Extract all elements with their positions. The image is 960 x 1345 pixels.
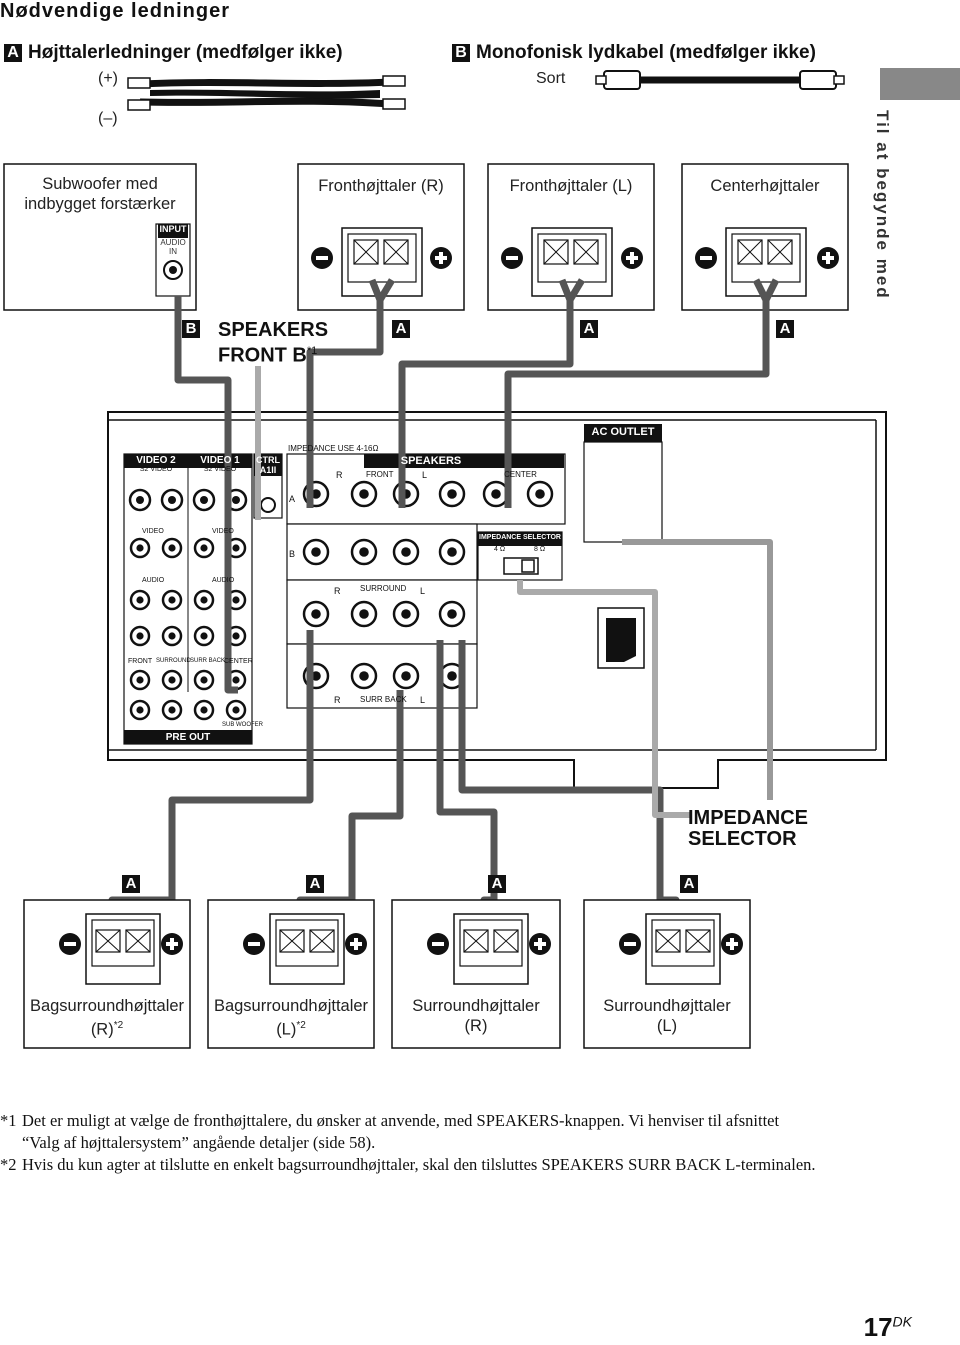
footnote-1: *1 Det er muligt at vælge de fronthøjtta… bbox=[0, 1111, 780, 1152]
l-label: L bbox=[420, 586, 426, 596]
legend-audio-cable: B Monofonisk lydkabel (medfølger ikke) bbox=[452, 42, 816, 64]
subwoofer-label: Subwoofer med indbygget forstærker bbox=[24, 175, 176, 213]
cable-key-a: A bbox=[4, 44, 22, 62]
surround-terminal-label: SURROUND bbox=[360, 584, 407, 593]
legend-speaker-cable: A Højttalerledninger (medfølger ikke) bbox=[4, 42, 343, 64]
side-tab-label: Til at begynde med bbox=[873, 110, 892, 300]
subwoofer-input-label: INPUT bbox=[159, 224, 187, 234]
audio-label: AUDIO bbox=[142, 577, 165, 584]
pre-surround-label: SURROUND bbox=[156, 658, 191, 664]
cable-key-a: A bbox=[306, 875, 324, 893]
cable-key-a: A bbox=[680, 875, 698, 893]
footnotes: *1 Det er muligt at vælge de fronthøjtta… bbox=[0, 1110, 820, 1176]
audio-label: AUDIO bbox=[212, 577, 235, 584]
back-surround-l-label: Bagsurroundhøjttaler (L)*2 bbox=[213, 997, 369, 1039]
legend-a-plus: (+) bbox=[98, 70, 118, 87]
speakers-front-b-label: SPEAKERS FRONT B*1 bbox=[218, 319, 329, 367]
r-label: R bbox=[336, 470, 343, 480]
s2-video-label: S2 VIDEO bbox=[203, 466, 237, 473]
b-row-label: B bbox=[289, 549, 296, 559]
front-terminal-label: FRONT bbox=[366, 470, 394, 479]
video-label: VIDEO bbox=[212, 528, 234, 535]
back-surround-r-label: Bagsurroundhøjttaler (R)*2 bbox=[29, 997, 185, 1039]
cable-key-a: A bbox=[583, 320, 595, 337]
bottom-speaker-1 bbox=[207, 899, 375, 1049]
page-number: 17DK bbox=[863, 1312, 912, 1342]
pre-out-label: PRE OUT bbox=[165, 732, 211, 743]
video1-label: VIDEO 1 bbox=[200, 455, 240, 466]
cable-key-b: B bbox=[452, 44, 470, 62]
cable-key-a: A bbox=[395, 320, 407, 337]
speakers-label: SPEAKERS bbox=[400, 455, 462, 467]
connection-diagram bbox=[3, 70, 887, 1049]
surround-l-label: Surroundhøjttaler (L) bbox=[603, 997, 731, 1035]
cable-key-a: A bbox=[488, 875, 506, 893]
front-r-label: Fronthøjttaler (R) bbox=[318, 177, 444, 195]
surr-back-terminal-label: SURR BACK bbox=[360, 695, 407, 704]
l-label: L bbox=[422, 470, 428, 480]
bottom-speaker-3 bbox=[583, 899, 751, 1049]
center-terminal-label: CENTER bbox=[504, 470, 537, 479]
ohm8-label: 8 Ω bbox=[534, 546, 546, 553]
subwoofer-out-label: SUB WOOFER bbox=[222, 722, 264, 728]
legend-b-label: Monofonisk lydkabel (medfølger ikke) bbox=[476, 42, 816, 63]
legend-b-color: Sort bbox=[536, 70, 566, 87]
impedance-selector-callout: IMPEDANCE SELECTOR bbox=[688, 807, 809, 850]
pre-surr-back-label: SURR BACK bbox=[190, 658, 226, 664]
video2-label: VIDEO 2 bbox=[136, 455, 176, 466]
a-row-label: A bbox=[289, 494, 296, 504]
surround-r-label: Surroundhøjttaler (R) bbox=[412, 997, 540, 1035]
footnote-2: *2 Hvis du kun agter at tilslutte en enk… bbox=[0, 1155, 816, 1174]
cable-key-a: A bbox=[779, 320, 791, 337]
pre-front-label: FRONT bbox=[128, 658, 153, 665]
video-label: VIDEO bbox=[142, 528, 164, 535]
l-label: L bbox=[420, 695, 426, 705]
s2-video-label: S2 VIDEO bbox=[139, 466, 173, 473]
speaker-cable-illustration bbox=[127, 75, 406, 111]
cable-key-b: B bbox=[185, 320, 197, 337]
front-l-label: Fronthøjttaler (L) bbox=[509, 177, 633, 195]
impedance-use-label: IMPEDANCE USE 4-16Ω bbox=[288, 444, 379, 453]
front-r-speaker bbox=[297, 163, 465, 311]
center-label: Centerhøjttaler bbox=[710, 177, 820, 195]
front-l-speaker bbox=[487, 163, 655, 311]
center-speaker bbox=[681, 163, 849, 311]
impedance-selector-panel-label: IMPEDANCE SELECTOR bbox=[479, 534, 561, 541]
bottom-speakers bbox=[23, 899, 751, 1049]
pre-center-label: CENTER bbox=[224, 658, 253, 665]
cable-key-a: A bbox=[122, 875, 140, 893]
r-label: R bbox=[334, 586, 341, 596]
bottom-speaker-2 bbox=[391, 899, 561, 1049]
side-tab-marker bbox=[880, 68, 960, 100]
legend-a-minus: (–) bbox=[98, 110, 118, 127]
audio-cable-illustration bbox=[595, 70, 845, 90]
legend-a-label: Højttalerledninger (medfølger ikke) bbox=[28, 42, 343, 63]
r-label: R bbox=[334, 695, 341, 705]
page-title: Nødvendige ledninger bbox=[0, 0, 231, 22]
bottom-speaker-0 bbox=[23, 899, 191, 1049]
ac-outlet-label: AC OUTLET bbox=[591, 426, 655, 438]
ohm4-label: 4 Ω bbox=[494, 546, 506, 553]
